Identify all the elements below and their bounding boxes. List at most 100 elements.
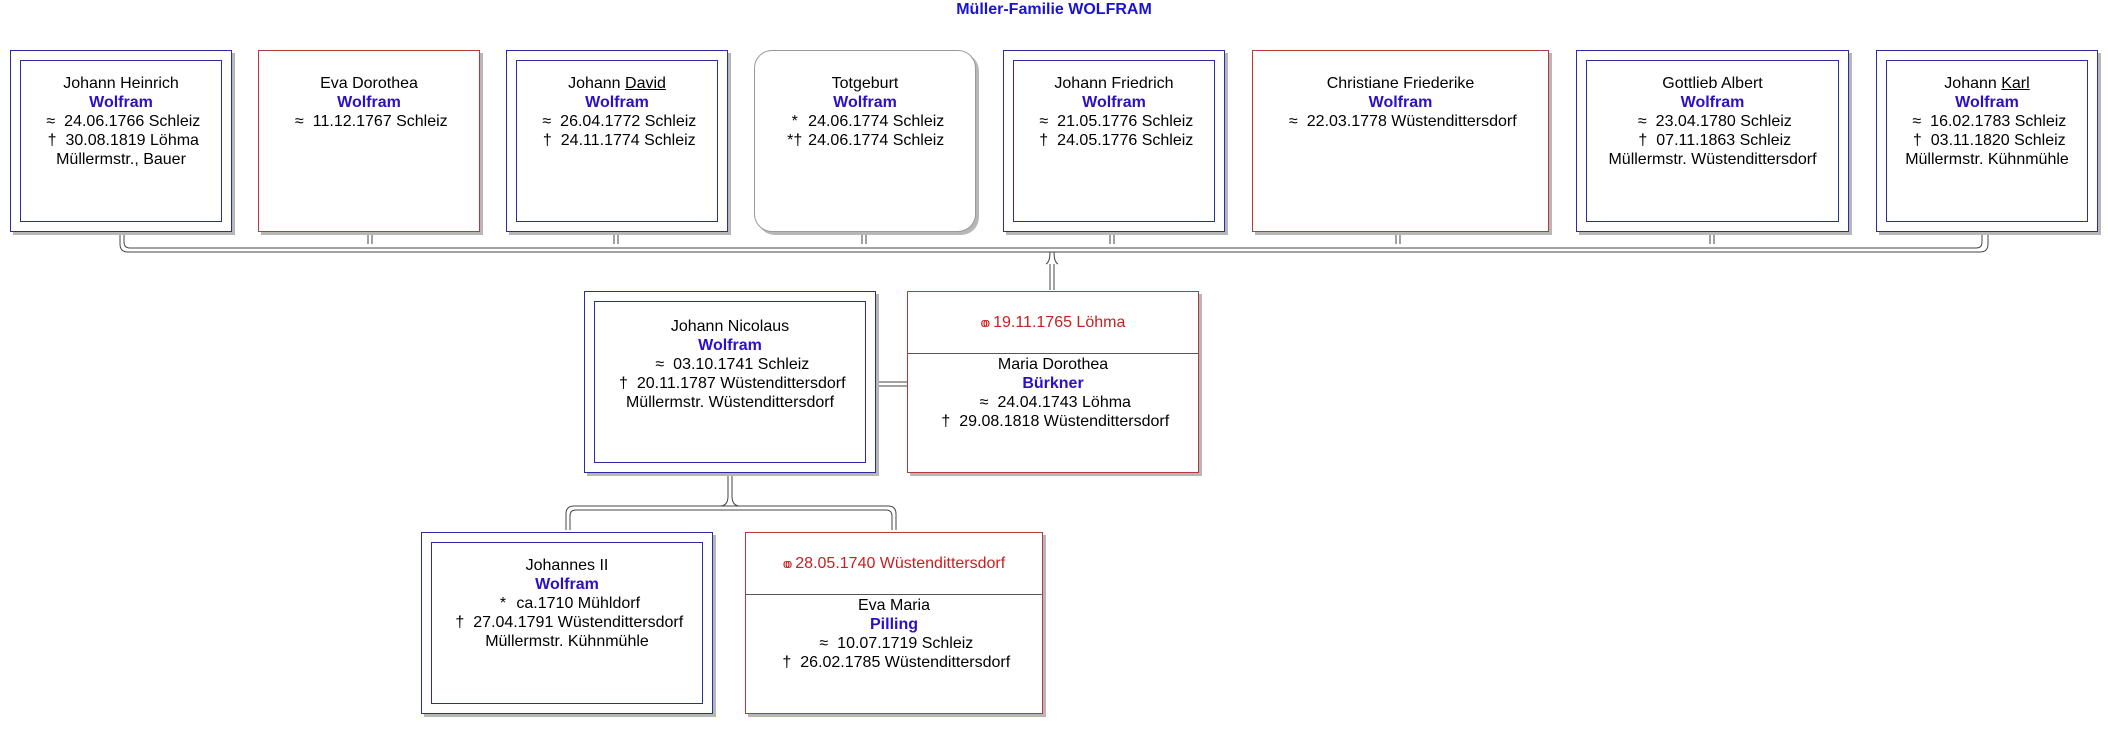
event-text: 20.11.1787 Wüstendittersdorf	[636, 375, 846, 392]
grandmother-card[interactable]: oo 28.05.1740 Wüstendittersdorf Eva Mari…	[745, 532, 1043, 714]
death-symbol: †	[618, 375, 628, 392]
grandfather-card[interactable]: Johannes II Wolfram * ca.1710 Mühldorf †…	[421, 532, 713, 714]
event-text: 30.08.1819 Löhma	[65, 132, 199, 149]
person-given-name: Johann Nicolaus	[670, 318, 790, 335]
person-surname: Wolfram	[1955, 94, 2019, 111]
event-line: ≈ 23.04.1780 Schleiz	[1577, 112, 1848, 131]
person-surname: Wolfram	[337, 94, 401, 111]
event-text: ca.1710 Mühldorf	[516, 595, 641, 612]
person-given-name: Johannes II	[525, 557, 609, 574]
death-symbol: †	[782, 654, 792, 671]
event-line: ≈ 10.07.1719 Schleiz	[746, 634, 1042, 653]
given-name-text: Gottlieb Albert	[1662, 75, 1763, 92]
event-line: † 07.11.1863 Schleiz	[1577, 131, 1848, 150]
given-name-text: Eva Dorothea	[320, 75, 418, 92]
event-text: 26.02.1785 Wüstendittersdorf	[800, 654, 1011, 671]
mother-card[interactable]: oo 19.11.1765 Löhma Maria Dorothea Bürkn…	[907, 291, 1199, 473]
person-given-name: Maria Dorothea	[997, 356, 1109, 373]
event-text: 21.05.1776 Schleiz	[1057, 113, 1194, 130]
event-line: ≈ 16.02.1783 Schleiz	[1877, 112, 2097, 131]
event-line: ≈ 26.04.1772 Schleiz	[507, 112, 727, 131]
event-line: ≈ 24.06.1766 Schleiz	[11, 112, 231, 131]
event-line: † 24.11.1774 Schleiz	[507, 131, 727, 150]
call-name-text: David	[625, 75, 666, 92]
event-symbol: †	[1912, 132, 1922, 149]
person-given-name: Christiane Friederike	[1253, 74, 1548, 93]
person-surname: Wolfram	[1680, 94, 1745, 111]
event-symbol: ≈	[1039, 113, 1049, 130]
event-text: 24.04.1743 Löhma	[997, 394, 1131, 411]
person-occupation: Müllermstr., Bauer	[56, 151, 186, 168]
person-occupation: Müllermstr. Kühnmühle	[1905, 151, 2069, 168]
marriage-rings-icon: oo	[980, 315, 991, 330]
event-text: 07.11.1863 Schleiz	[1656, 132, 1792, 149]
baptism-symbol: ≈	[655, 356, 665, 373]
person-given-name: Gottlieb Albert	[1577, 74, 1848, 93]
event-text: 23.04.1780 Schleiz	[1655, 113, 1792, 130]
event-text: 27.04.1791 Wüstendittersdorf	[473, 614, 684, 631]
call-name-text: Karl	[2001, 75, 2030, 92]
event-text: 24.05.1776 Schleiz	[1057, 132, 1194, 149]
event-text: 11.12.1767 Schleiz	[312, 113, 448, 130]
event-symbol: *†	[787, 132, 803, 149]
death-symbol: †	[455, 614, 465, 631]
person-surname: Wolfram	[1082, 94, 1146, 111]
person-given-name: Johann Karl	[1877, 74, 2097, 93]
person-given-name: Johann David	[507, 74, 727, 93]
baptism-symbol: ≈	[819, 635, 829, 652]
event-text: 29.08.1818 Wüstendittersdorf	[959, 413, 1170, 430]
event-line: † 30.08.1819 Löhma	[11, 131, 231, 150]
event-line: ≈ 21.05.1776 Schleiz	[1004, 112, 1224, 131]
marriage-date: 19.11.1765 Löhma	[993, 314, 1126, 331]
event-text: 22.03.1778 Wüstendittersdorf	[1306, 113, 1517, 130]
event-text: 24.06.1774 Schleiz	[808, 132, 945, 149]
given-name-text: Totgeburt	[831, 75, 899, 92]
event-text: 16.02.1783 Schleiz	[1930, 113, 2067, 130]
person-surname: Pilling	[870, 616, 918, 633]
person-surname: Wolfram	[1368, 94, 1433, 111]
event-text: 03.11.1820 Schleiz	[1930, 132, 2066, 149]
page-title: Müller-Familie WOLFRAM	[956, 1, 1152, 18]
event-symbol: ≈	[1912, 113, 1922, 130]
event-line: † 26.02.1785 Wüstendittersdorf	[746, 653, 1042, 672]
event-line: * 24.06.1774 Schleiz	[755, 112, 975, 131]
person-surname: Wolfram	[585, 94, 649, 111]
person-given-name: Johann Heinrich	[11, 74, 231, 93]
event-symbol: †	[542, 132, 552, 149]
given-name-text: Johann Friedrich	[1054, 75, 1174, 92]
event-line: ≈ 11.12.1767 Schleiz	[259, 112, 479, 131]
person-surname: Wolfram	[89, 94, 153, 111]
person-surname: Bürkner	[1022, 375, 1084, 392]
event-line: ≈ 24.04.1743 Löhma	[908, 393, 1198, 412]
event-text: 26.04.1772 Schleiz	[560, 113, 697, 130]
event-text: 24.06.1774 Schleiz	[808, 113, 945, 130]
event-symbol: *	[791, 113, 798, 130]
event-line: ≈ 03.10.1741 Schleiz	[585, 355, 875, 374]
birth-symbol: *	[499, 595, 507, 612]
event-symbol: ≈	[46, 113, 56, 130]
death-symbol: †	[941, 413, 951, 430]
given-name-text: Johann	[568, 75, 626, 92]
event-line: * ca.1710 Mühldorf	[422, 594, 712, 613]
person-given-name: Totgeburt	[755, 74, 975, 93]
event-line: † 29.08.1818 Wüstendittersdorf	[908, 412, 1198, 431]
father-card[interactable]: Johann Nicolaus Wolfram ≈ 03.10.1741 Sch…	[584, 291, 876, 473]
person-given-name: Eva Maria	[857, 597, 931, 614]
marriage-rings-icon: oo	[782, 556, 793, 571]
event-line: † 24.05.1776 Schleiz	[1004, 131, 1224, 150]
person-surname: Wolfram	[535, 576, 599, 593]
event-symbol: ≈	[1637, 113, 1647, 130]
event-symbol: †	[1638, 132, 1648, 149]
event-symbol: ≈	[542, 113, 552, 130]
event-text: 24.11.1774 Schleiz	[560, 132, 696, 149]
